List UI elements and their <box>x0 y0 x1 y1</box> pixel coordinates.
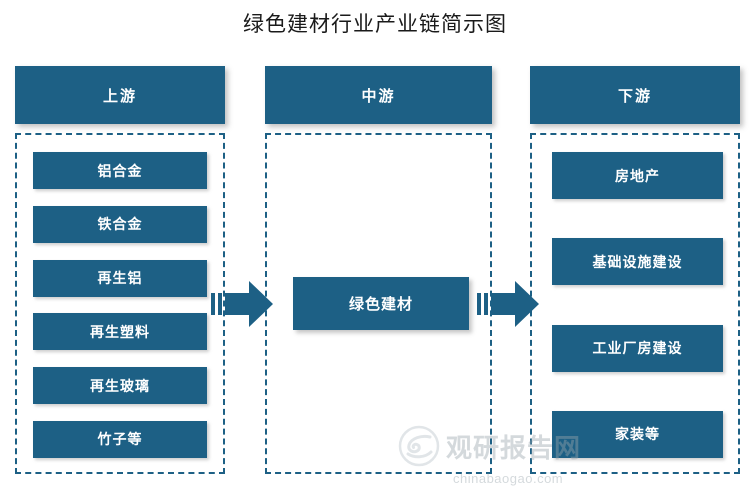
upstream-container <box>15 133 225 474</box>
downstream-item-label: 基础设施建设 <box>592 253 683 270</box>
upstream-item-label: 再生塑料 <box>90 323 150 340</box>
column-header-midstream: 中游 <box>265 66 492 124</box>
column-header-upstream-label: 上游 <box>102 87 137 105</box>
downstream-item: 基础设施建设 <box>552 238 723 286</box>
upstream-item: 再生铝 <box>33 259 207 297</box>
upstream-item: 铁合金 <box>33 205 207 243</box>
downstream-item: 工业厂房建设 <box>552 324 723 372</box>
arrow-right-icon <box>211 281 273 327</box>
downstream-item-list: 房地产 基础设施建设 工业厂房建设 家装等 <box>552 152 723 458</box>
upstream-item-label: 竹子等 <box>97 431 143 448</box>
upstream-item: 竹子等 <box>33 420 207 458</box>
upstream-item-label: 再生铝 <box>97 270 143 287</box>
upstream-item: 再生玻璃 <box>33 367 207 405</box>
midstream-item-label: 绿色建材 <box>348 296 413 313</box>
downstream-item-label: 工业厂房建设 <box>592 340 683 357</box>
column-header-downstream-label: 下游 <box>617 87 652 105</box>
arrow-right-icon <box>477 281 539 327</box>
downstream-item-label: 家装等 <box>615 426 660 443</box>
column-header-midstream-label: 中游 <box>361 87 396 105</box>
downstream-item-label: 房地产 <box>615 167 660 184</box>
upstream-item-list: 铝合金 铁合金 再生铝 再生塑料 再生玻璃 竹子等 <box>33 152 207 458</box>
upstream-item-label: 再生玻璃 <box>90 377 150 394</box>
column-header-downstream: 下游 <box>530 66 740 124</box>
downstream-item: 房地产 <box>552 152 723 199</box>
page-title: 绿色建材行业产业链简示图 <box>243 12 507 36</box>
upstream-item-label: 铁合金 <box>97 216 143 233</box>
upstream-item-label: 铝合金 <box>97 162 143 179</box>
downstream-item: 家装等 <box>552 410 723 458</box>
midstream-item: 绿色建材 <box>293 277 469 330</box>
upstream-item: 铝合金 <box>33 152 207 189</box>
column-header-upstream: 上游 <box>15 66 225 124</box>
upstream-item: 再生塑料 <box>33 313 207 351</box>
